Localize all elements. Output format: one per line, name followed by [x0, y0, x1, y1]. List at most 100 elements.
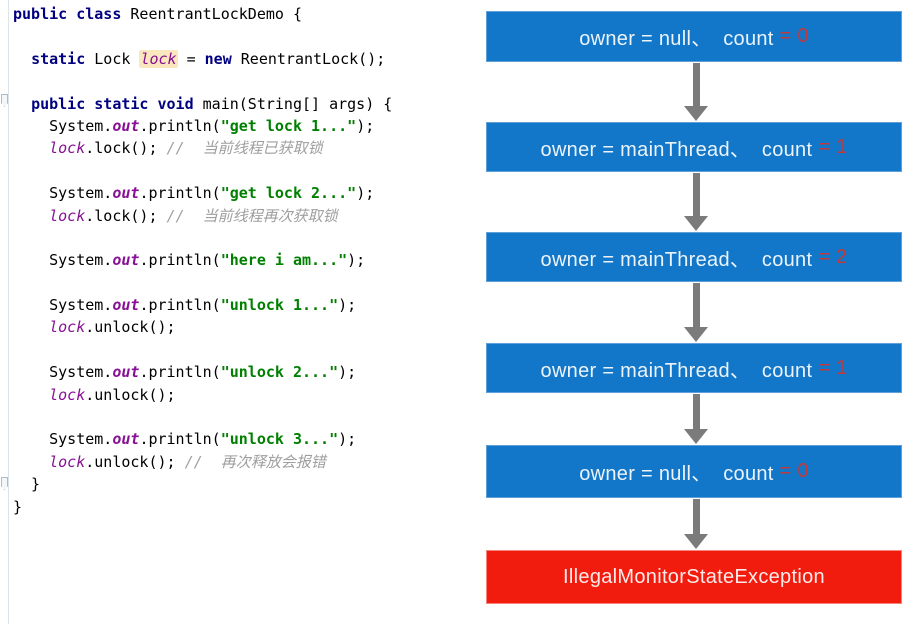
code-line: lock.unlock(); — [13, 384, 392, 406]
code-text: .println( — [139, 296, 221, 315]
code-field: out — [112, 251, 140, 270]
arrow-head — [684, 429, 708, 444]
flow-node-4: owner = mainThread、 count = 1 — [486, 343, 902, 393]
code-text — [148, 95, 157, 113]
code-text — [13, 386, 49, 404]
code-string: "unlock 3..." — [220, 430, 339, 449]
code-text: .println( — [139, 251, 221, 270]
state-count-value: = 2 — [818, 245, 848, 268]
code-string: "here i am..." — [220, 251, 348, 270]
code-field: out — [112, 363, 140, 382]
code-string: "unlock 2..." — [220, 363, 339, 382]
code-text: .println( — [139, 363, 221, 382]
code-text: .unlock(); — [85, 318, 176, 337]
code-string: "get lock 1..." — [220, 116, 357, 135]
code-text: ); — [338, 363, 357, 382]
code-text — [85, 95, 94, 113]
code-comment: // 再次释放会报错 — [184, 452, 326, 471]
code-text: System. — [13, 251, 113, 270]
code-line — [13, 25, 392, 47]
arrow-stem — [692, 63, 700, 107]
code-keyword: class — [76, 5, 122, 23]
code-text: ); — [356, 116, 375, 135]
code-text: ReentrantLock(); — [231, 49, 386, 68]
code-line — [13, 272, 392, 294]
code-string: "unlock 1..." — [220, 296, 339, 315]
code-line: } — [13, 473, 392, 495]
code-text: System. — [13, 116, 113, 135]
code-field: out — [112, 430, 140, 449]
code-text: } — [13, 475, 41, 494]
down-arrow-icon — [684, 499, 708, 549]
flow-node-5: owner = null、 count = 0 — [486, 445, 902, 498]
code-text: } — [13, 497, 23, 516]
state-count-value: = 0 — [779, 460, 809, 482]
flow-node-3: owner = mainThread、 count = 2 — [486, 232, 902, 282]
code-comment: // 当前线程再次获取锁 — [166, 206, 338, 225]
down-arrow-icon — [684, 283, 708, 342]
code-text: Lock — [85, 49, 140, 68]
flow-node-6: IllegalMonitorStateException — [486, 550, 902, 604]
code-text — [13, 318, 49, 336]
code-line: System.out.println("unlock 3..."); — [13, 428, 392, 450]
code-line — [13, 339, 392, 361]
code-line: lock.lock(); // 当前线程已获取锁 — [13, 137, 392, 159]
code-text: .println( — [139, 116, 221, 135]
code-keyword: new — [204, 49, 232, 68]
code-field: lock — [49, 139, 86, 158]
arrow-stem — [692, 283, 700, 328]
exception-label: IllegalMonitorStateException — [563, 565, 825, 588]
code-text: System. — [13, 430, 113, 449]
down-arrow-icon — [684, 394, 708, 444]
state-label: owner = null、 count — [579, 463, 780, 485]
code-line — [13, 160, 392, 182]
code-text: = — [177, 49, 205, 68]
code-field-highlighted: lock — [139, 49, 178, 68]
arrow-head — [684, 327, 708, 342]
code-text — [13, 139, 49, 157]
code-keyword: static — [31, 49, 86, 68]
code-field: out — [112, 116, 140, 135]
state-label: owner = mainThread、 count — [540, 138, 819, 161]
code-text: ); — [338, 296, 357, 315]
state-label: owner = null、 count — [579, 28, 780, 50]
code-text: .unlock(); — [85, 385, 176, 404]
code-text: .unlock(); — [85, 452, 185, 471]
code-text: System. — [13, 184, 113, 203]
code-keyword: void — [157, 94, 194, 113]
state-count-value: = 0 — [779, 25, 809, 47]
code-line — [13, 406, 392, 428]
state-label: owner = mainThread、 count — [540, 359, 819, 382]
arrow-head — [684, 534, 708, 549]
code-string: "get lock 2..." — [220, 184, 357, 203]
code-line: lock.unlock(); // 再次释放会报错 — [13, 451, 392, 473]
code-line: System.out.println("here i am..."); — [13, 249, 392, 271]
code-text: main(String[] args) { — [193, 94, 393, 113]
code-line: static Lock lock = new ReentrantLock(); — [13, 48, 392, 70]
gutter-divider — [8, 0, 9, 624]
code-line: System.out.println("unlock 1..."); — [13, 294, 392, 316]
code-line — [13, 70, 392, 92]
arrow-stem — [692, 394, 700, 430]
code-editor[interactable]: public class ReentrantLockDemo { static … — [0, 0, 486, 624]
code-text — [13, 207, 49, 225]
code-field: lock — [49, 452, 86, 471]
code-line: System.out.println("get lock 2..."); — [13, 182, 392, 204]
code-text: ); — [338, 430, 357, 449]
code-line: System.out.println("get lock 1..."); — [13, 115, 392, 137]
fold-marker-icon[interactable] — [1, 94, 8, 107]
code-text: System. — [13, 296, 113, 315]
arrow-head — [684, 216, 708, 231]
code-field: out — [112, 184, 140, 203]
code-text — [13, 50, 31, 68]
code-text: .lock(); — [85, 139, 167, 158]
code-keyword: public — [31, 94, 86, 113]
code-line: lock.unlock(); — [13, 316, 392, 338]
code-line: System.out.println("unlock 2..."); — [13, 361, 392, 383]
code-text: ReentrantLockDemo { — [121, 5, 302, 23]
fold-marker-icon[interactable] — [1, 477, 8, 490]
code-keyword: public — [13, 5, 68, 23]
code-area[interactable]: public class ReentrantLockDemo { static … — [13, 3, 392, 518]
code-text: ); — [347, 251, 366, 270]
